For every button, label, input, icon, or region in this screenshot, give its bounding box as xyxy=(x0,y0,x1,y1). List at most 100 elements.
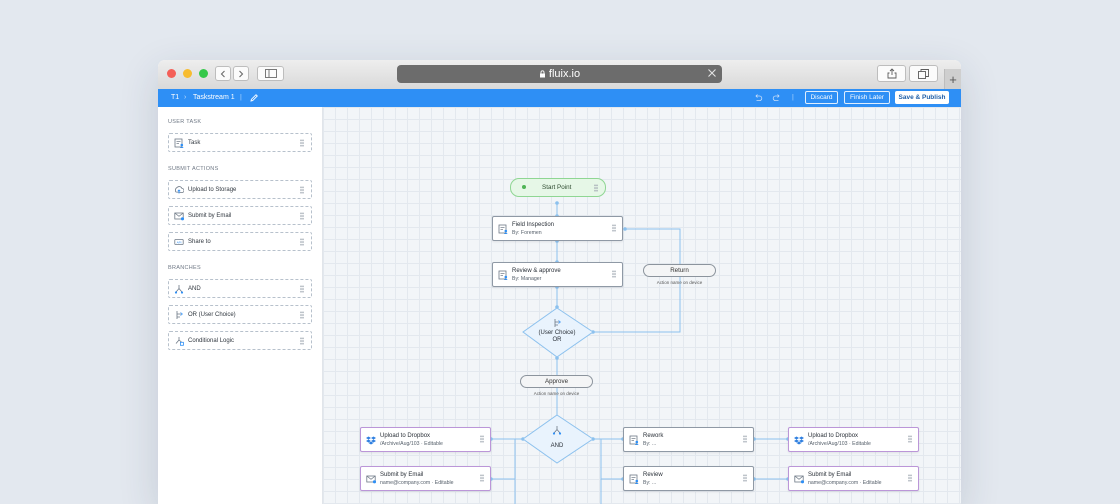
flow-canvas[interactable]: Start Point Field Inspection By: Foremen… xyxy=(323,107,961,504)
taskstream-title[interactable]: Taskstream 1 xyxy=(193,94,235,101)
connector xyxy=(593,277,681,333)
flow-connectors xyxy=(489,201,790,504)
and-branch-icon xyxy=(174,284,184,294)
task-node-review-approve[interactable]: Review & approve By: Manager xyxy=(492,262,623,287)
palette-item-label: Share to xyxy=(188,239,211,245)
new-tab-button[interactable]: + xyxy=(944,69,961,89)
drag-handle-icon[interactable] xyxy=(300,285,304,293)
editable-badge: Editable xyxy=(434,480,454,486)
node-title: Field Inspection xyxy=(512,222,555,228)
drag-handle-icon[interactable] xyxy=(743,474,747,482)
finish-later-button[interactable]: Finish Later xyxy=(844,91,890,104)
palette-item-upload-storage[interactable]: Upload to Storage xyxy=(168,180,312,199)
editable-badge: Editable xyxy=(852,441,871,447)
submit-node-upload-dropbox-left[interactable]: Upload to Dropbox /Archive/Aug/103 · Edi… xyxy=(360,427,491,452)
breadcrumb-id[interactable]: T1 xyxy=(171,94,180,101)
email-address: name@company.com xyxy=(808,480,859,486)
share-api-icon xyxy=(174,239,184,245)
email-address: name@company.com xyxy=(380,480,431,486)
email-icon xyxy=(794,475,804,484)
action-caption-approve: Action name on device xyxy=(533,391,580,396)
palette-item-label: AND xyxy=(188,286,201,292)
node-title: Upload to Dropbox xyxy=(808,433,859,439)
dropbox-icon xyxy=(366,436,376,445)
upload-storage-icon xyxy=(174,186,184,194)
node-title: Review xyxy=(643,472,663,478)
chevron-left-icon xyxy=(220,70,225,77)
drag-handle-icon[interactable] xyxy=(300,311,304,319)
drag-handle-icon[interactable] xyxy=(908,435,912,443)
palette-item-or[interactable]: OR (User Choice) xyxy=(168,305,312,324)
palette-item-conditional-logic[interactable]: Conditional Logic xyxy=(168,331,312,350)
close-window-button[interactable] xyxy=(167,69,176,78)
task-node-rework[interactable]: Rework By: ... xyxy=(623,427,754,452)
or-gate-label: (User Choice) OR xyxy=(527,330,587,344)
dropbox-icon xyxy=(794,436,804,445)
drag-handle-icon[interactable] xyxy=(300,238,304,246)
node-title: Submit by Email xyxy=(380,472,424,478)
and-gate-diamond[interactable] xyxy=(522,414,594,464)
element-palette: USER TASK Task SUBMIT ACTIONS Upload to … xyxy=(158,107,323,504)
close-icon[interactable] xyxy=(707,68,717,78)
palette-item-share-to[interactable]: Share to xyxy=(168,232,312,251)
or-gate-line1: (User Choice) xyxy=(538,330,576,336)
submit-node-upload-dropbox-right[interactable]: Upload to Dropbox /Archive/Aug/103 · Edi… xyxy=(788,427,919,452)
app-toolbar: T1 › Taskstream 1 | | Discard Finish Lat… xyxy=(158,89,961,107)
submit-node-email-right[interactable]: Submit by Email name@company.com · Edita… xyxy=(788,466,919,491)
browser-titlebar: fluix.io + xyxy=(158,60,961,90)
action-pill-approve[interactable]: Approve xyxy=(520,375,593,388)
share-button[interactable] xyxy=(877,65,906,82)
section-title-user-task: USER TASK xyxy=(168,119,202,125)
task-icon xyxy=(498,224,508,234)
drag-handle-icon[interactable] xyxy=(908,474,912,482)
title-divider: | xyxy=(240,94,242,101)
submit-node-email-left[interactable]: Submit by Email name@company.com · Edita… xyxy=(360,466,491,491)
drag-handle-icon[interactable] xyxy=(300,212,304,220)
or-branch-icon xyxy=(176,310,183,320)
palette-item-and[interactable]: AND xyxy=(168,279,312,298)
discard-button[interactable]: Discard xyxy=(805,91,838,104)
drag-handle-icon[interactable] xyxy=(480,435,484,443)
drag-handle-icon[interactable] xyxy=(612,270,616,278)
palette-item-label: Submit by Email xyxy=(188,213,232,219)
drag-handle-icon[interactable] xyxy=(300,186,304,194)
drag-handle-icon[interactable] xyxy=(594,184,598,192)
node-assignee: By: Manager xyxy=(512,276,542,282)
task-node-review[interactable]: Review By: ... xyxy=(623,466,754,491)
drag-handle-icon[interactable] xyxy=(480,474,484,482)
node-path: /Archive/Aug/103 · Editable xyxy=(808,441,871,447)
drag-handle-icon[interactable] xyxy=(612,224,616,232)
task-icon xyxy=(498,270,508,280)
action-caption-return: Action name on device xyxy=(656,280,703,285)
section-title-submit-actions: SUBMIT ACTIONS xyxy=(168,166,219,172)
palette-item-label: Task xyxy=(188,140,201,146)
node-address: name@company.com · Editable xyxy=(380,480,454,486)
redo-icon[interactable] xyxy=(772,93,782,103)
palette-item-submit-email[interactable]: Submit by Email xyxy=(168,206,312,225)
tabs-overview-button[interactable] xyxy=(909,65,938,82)
sidebar-toggle-button[interactable] xyxy=(257,66,284,81)
address-bar[interactable]: fluix.io xyxy=(397,65,722,83)
task-node-field-inspection[interactable]: Field Inspection By: Foremen xyxy=(492,216,623,241)
plus-icon: + xyxy=(949,71,957,87)
toolbar-divider: | xyxy=(792,94,794,101)
save-publish-button[interactable]: Save & Publish xyxy=(895,91,949,104)
and-gate-label: AND xyxy=(550,443,564,449)
maximize-window-button[interactable] xyxy=(199,69,208,78)
drag-handle-icon[interactable] xyxy=(300,337,304,345)
palette-item-task[interactable]: Task xyxy=(168,133,312,152)
lock-icon xyxy=(539,70,545,78)
back-button[interactable] xyxy=(215,66,231,81)
drag-handle-icon[interactable] xyxy=(743,435,747,443)
undo-icon[interactable] xyxy=(753,93,763,103)
forward-button[interactable] xyxy=(233,66,249,81)
edit-pencil-icon[interactable] xyxy=(249,93,259,103)
breadcrumb-separator: › xyxy=(184,94,187,101)
browser-window: fluix.io + T1 › Taskstream 1 | | Discard… xyxy=(158,60,961,504)
start-point-node[interactable]: Start Point xyxy=(510,178,606,197)
task-icon xyxy=(629,435,639,445)
minimize-window-button[interactable] xyxy=(183,69,192,78)
action-pill-return[interactable]: Return xyxy=(643,264,716,277)
or-gate-diamond[interactable] xyxy=(522,307,594,358)
drag-handle-icon[interactable] xyxy=(300,139,304,147)
